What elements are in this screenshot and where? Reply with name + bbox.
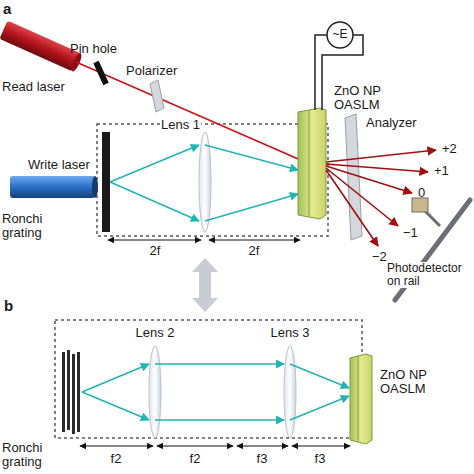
oaslm xyxy=(298,108,326,219)
order-number: −2 xyxy=(372,250,387,264)
swap-arrow xyxy=(192,258,218,312)
dimension: 2f xyxy=(150,244,161,258)
write-laser xyxy=(10,176,98,198)
ronchi-grating xyxy=(62,350,80,434)
dimension: 2f xyxy=(249,244,260,258)
part-name: Lens 1 xyxy=(160,118,201,132)
order-number: −1 xyxy=(403,226,418,240)
dimension-arrows xyxy=(80,445,350,446)
part-name: Pin hole xyxy=(70,42,117,56)
write-beam xyxy=(82,364,349,420)
dashed-box xyxy=(97,124,328,236)
part-name: Lens 3 xyxy=(269,326,310,340)
part-name: Analyzer xyxy=(366,116,417,130)
photodetector xyxy=(412,198,428,212)
dimension: f3 xyxy=(315,452,326,466)
lens xyxy=(284,346,296,438)
diffracted-beams xyxy=(326,150,436,246)
oaslm xyxy=(350,354,372,444)
part-name: ZnO NP OASLM xyxy=(380,368,440,397)
polarizer xyxy=(150,80,164,112)
lens xyxy=(199,132,211,232)
part-name: Lens 2 xyxy=(134,326,175,340)
voltage-source xyxy=(327,22,353,48)
lens xyxy=(149,346,161,438)
part-name: Polarizer xyxy=(126,64,177,78)
dimension: f2 xyxy=(190,452,201,466)
dashed-box xyxy=(55,320,362,438)
ronchi-grating xyxy=(102,132,110,232)
part-name: Ronchi grating xyxy=(2,212,62,241)
part-name: Write laser xyxy=(28,158,90,172)
panel-letter: b xyxy=(4,298,13,315)
panel-letter: a xyxy=(3,1,11,18)
write-beam xyxy=(110,145,298,221)
voltage-label: ~E xyxy=(332,28,347,41)
dimension: f3 xyxy=(257,452,268,466)
read-beam xyxy=(76,62,312,165)
order-number: +2 xyxy=(442,142,457,156)
dimension-arrows xyxy=(108,239,300,240)
part-name: Read laser xyxy=(2,80,65,94)
part-name: Photodetector on rail xyxy=(386,262,472,288)
order-number: +1 xyxy=(434,164,449,178)
order-number: 0 xyxy=(418,186,425,200)
part-name: ZnO NP OASLM xyxy=(334,84,396,113)
part-name: Ronchi grating xyxy=(2,441,57,470)
pin-hole xyxy=(96,62,106,84)
dimension: f2 xyxy=(111,452,122,466)
